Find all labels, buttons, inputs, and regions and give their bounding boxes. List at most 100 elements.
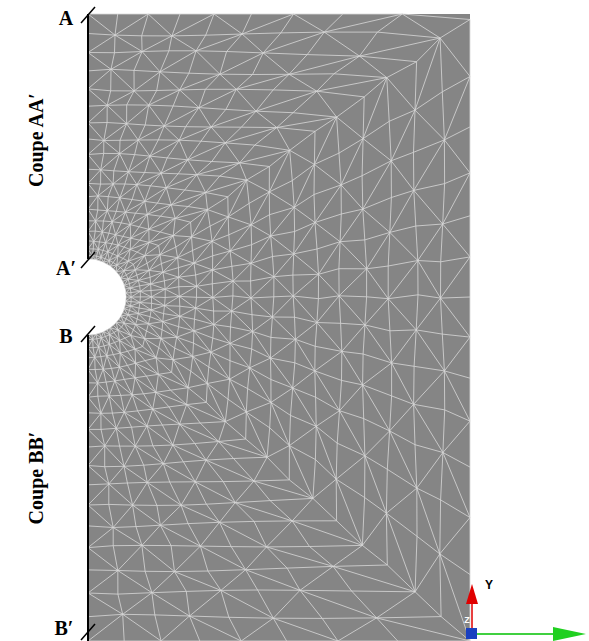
mesh-edge	[137, 319, 148, 324]
mesh-edge	[269, 150, 289, 192]
mesh-edge	[212, 298, 214, 312]
mesh-edge	[147, 464, 163, 483]
mesh-edge	[220, 74, 236, 89]
mesh-edge	[149, 270, 163, 272]
mesh-edge	[103, 211, 107, 221]
mesh-edge	[293, 232, 295, 254]
mesh-edge	[178, 258, 194, 263]
mesh-edge	[172, 360, 173, 373]
mesh-edge	[178, 237, 192, 258]
mesh-edge	[99, 241, 105, 243]
mesh-edge	[221, 570, 246, 591]
mesh-edge	[444, 371, 470, 421]
mesh-edge	[443, 216, 470, 224]
mesh-edge	[115, 381, 132, 395]
mesh-edge	[377, 618, 470, 641]
mesh-edge	[135, 270, 137, 275]
mesh-edge	[294, 207, 295, 231]
mesh-edge	[163, 464, 169, 482]
mesh-edge	[149, 229, 160, 232]
mesh-edge	[135, 446, 144, 465]
mesh-edge	[155, 615, 190, 616]
mesh-edge	[124, 247, 130, 249]
mesh-edge	[140, 303, 151, 310]
mesh-edge	[118, 571, 152, 593]
mesh-edge	[340, 380, 342, 410]
mesh-edge	[105, 252, 108, 259]
mesh-edge	[169, 405, 187, 407]
mesh-edge	[197, 163, 240, 175]
mesh-edge	[236, 74, 289, 89]
mesh-edge	[163, 268, 179, 273]
mesh-edge	[225, 128, 277, 143]
mesh-edge	[201, 141, 225, 143]
mesh-edge	[256, 111, 277, 127]
mesh-edge	[121, 275, 126, 278]
mesh-edge	[116, 225, 131, 235]
mesh-edge	[250, 358, 271, 368]
mesh-edge	[104, 141, 120, 154]
mesh-edge	[414, 190, 443, 224]
mesh-edge	[363, 385, 392, 396]
mesh-edge	[263, 53, 307, 55]
mesh-edge	[295, 339, 315, 346]
mesh-edge	[444, 77, 470, 140]
mesh-edge	[98, 184, 113, 196]
mesh-edge	[153, 407, 169, 409]
mesh-edge	[137, 270, 149, 275]
mesh-edge	[109, 260, 113, 262]
mesh-edge	[362, 498, 364, 546]
mesh-edge	[127, 363, 135, 365]
mesh-edge	[132, 426, 147, 427]
mesh-edge	[95, 347, 99, 357]
mesh-edge	[146, 374, 158, 376]
mesh-edge	[295, 339, 314, 371]
mesh-edge	[197, 175, 220, 176]
mesh-edge	[102, 232, 109, 233]
mesh-edge	[188, 160, 197, 175]
mesh-edge	[390, 329, 416, 331]
mesh-edge	[390, 396, 392, 431]
mesh-edge	[125, 212, 135, 213]
mesh-edge	[162, 330, 177, 338]
mesh-edge	[88, 348, 95, 358]
mesh-edge	[229, 617, 273, 619]
mesh-edge	[251, 192, 269, 225]
mesh-edge	[445, 410, 470, 421]
mesh-edge	[113, 171, 115, 184]
mesh-edge	[190, 616, 242, 641]
mesh-edge	[324, 32, 359, 56]
mesh-edge	[137, 314, 138, 320]
mesh-edge	[173, 222, 190, 235]
mesh-edge	[88, 155, 101, 170]
mesh-edge	[440, 554, 470, 641]
mesh-edge	[193, 319, 195, 331]
mesh-edge	[135, 426, 147, 446]
mesh-edge	[441, 298, 471, 337]
mesh-edge	[115, 14, 148, 35]
mesh-edge	[151, 297, 152, 303]
mesh-edge	[185, 175, 197, 190]
mesh-edge	[103, 368, 111, 370]
mesh-edge	[180, 308, 196, 316]
mesh-edge	[267, 428, 270, 457]
mesh-edge	[247, 180, 250, 203]
mesh-edge	[241, 111, 256, 127]
mesh-edge	[135, 376, 146, 378]
mesh-edge	[150, 156, 161, 173]
mesh-edge	[179, 275, 196, 277]
mesh-edge	[292, 275, 293, 296]
mesh-edge	[293, 388, 316, 397]
mesh-edge	[88, 169, 101, 171]
mesh-edge	[213, 338, 230, 343]
mesh-edge	[130, 310, 139, 313]
mesh-edge	[128, 315, 136, 325]
mesh-edge	[178, 268, 179, 278]
mesh-edge	[135, 349, 137, 363]
mesh-edge	[133, 264, 135, 270]
mesh-edge	[161, 337, 177, 338]
mesh-edge	[245, 412, 247, 439]
mesh-edge	[194, 263, 213, 270]
mesh-edge	[199, 108, 211, 127]
mesh-edge	[254, 481, 313, 498]
